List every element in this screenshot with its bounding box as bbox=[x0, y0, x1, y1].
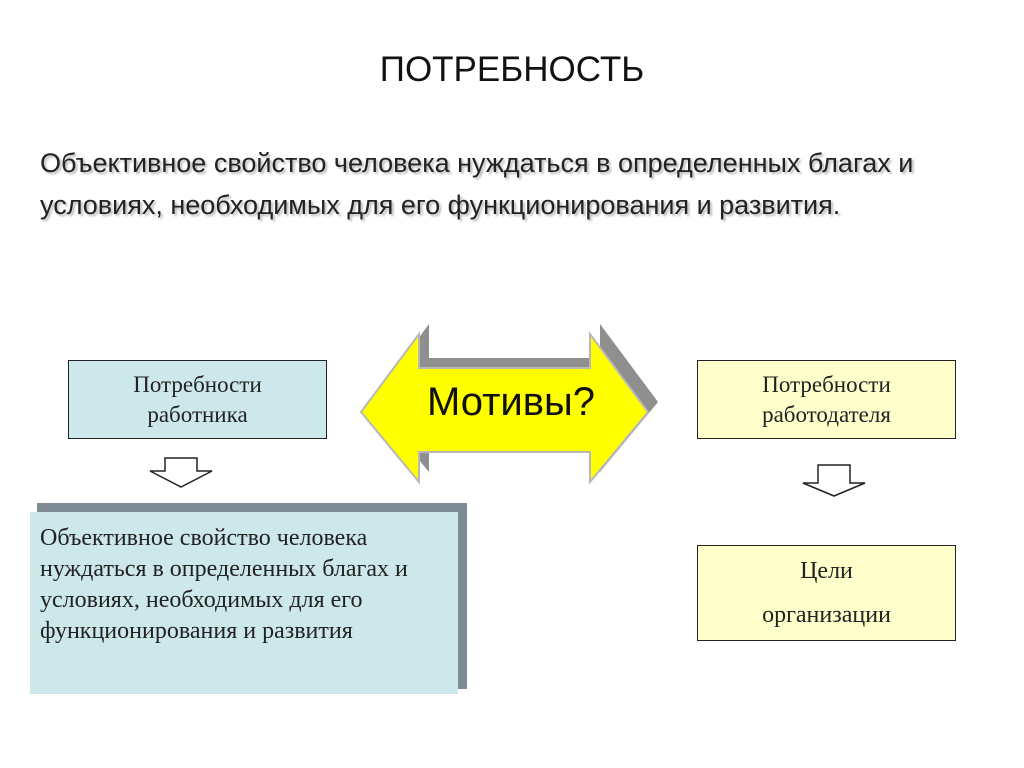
employer-needs-box: Потребности работодателя bbox=[697, 360, 956, 439]
definition-text: Объективное свойство человека нуждаться … bbox=[40, 148, 914, 220]
needs-detail-box: Объективное свойство человека нуждаться … bbox=[30, 512, 458, 694]
worker-needs-line1: Потребности bbox=[133, 371, 262, 397]
org-goals-line2: организации bbox=[762, 602, 891, 628]
employer-needs-line2: работодателя bbox=[762, 401, 891, 427]
worker-needs-box: Потребности работника bbox=[68, 360, 327, 439]
worker-needs-line2: работника bbox=[147, 401, 248, 427]
org-goals-box: Цели организации bbox=[697, 545, 956, 641]
employer-needs-line1: Потребности bbox=[762, 371, 891, 397]
down-arrow-icon bbox=[149, 457, 213, 488]
down-arrow-icon bbox=[802, 464, 866, 497]
page-title: ПОТРЕБНОСТЬ bbox=[379, 50, 645, 89]
org-goals-line1: Цели bbox=[800, 558, 853, 584]
motives-arrow bbox=[359, 330, 650, 485]
motives-label: Мотивы? bbox=[426, 380, 596, 424]
